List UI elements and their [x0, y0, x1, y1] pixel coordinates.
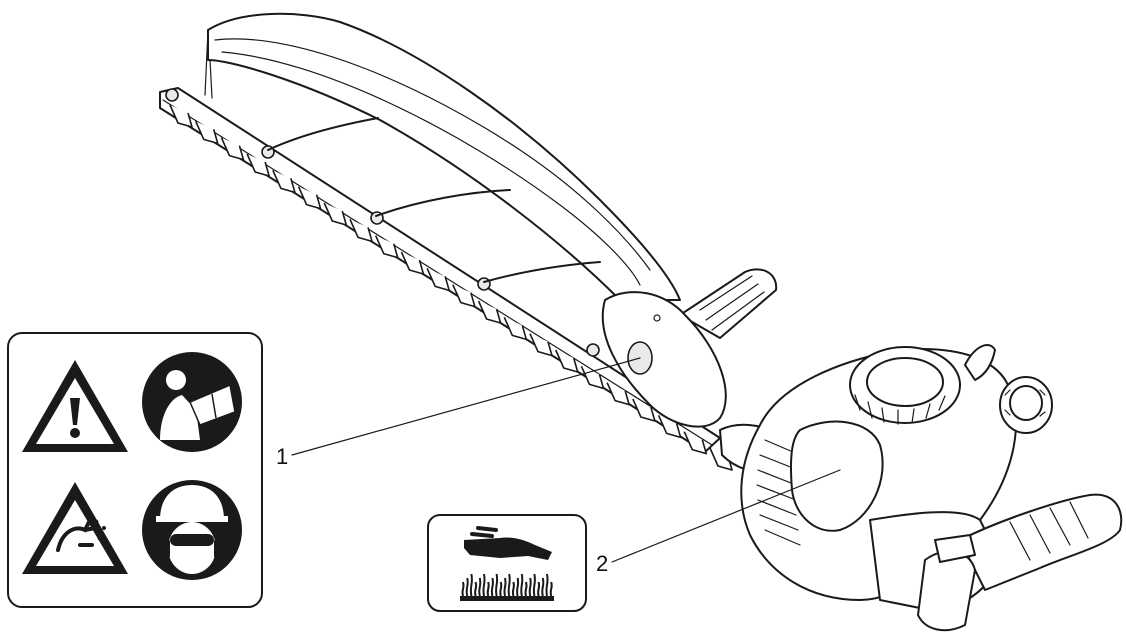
blade-tooth: [246, 153, 270, 177]
callout-1: 1: [276, 444, 289, 469]
warning-triangle-icon: [22, 360, 128, 452]
heat-wave-line: [478, 577, 482, 597]
heat-wave-line: [507, 573, 511, 597]
heat-wave-line: [469, 573, 473, 597]
heat-wave-line: [528, 577, 532, 597]
heat-wave-line: [490, 577, 494, 597]
hot-surface-icon: [460, 526, 554, 601]
wear-protection-icon: [142, 480, 242, 580]
rear-handle: [917, 493, 1123, 632]
blade-tooth: [374, 235, 399, 259]
blade-tooth: [503, 317, 528, 341]
heat-wave-line: [474, 581, 478, 597]
heat-wave-line: [537, 581, 541, 597]
blade-tooth: [349, 219, 373, 243]
cutting-blade: [159, 87, 746, 471]
heat-wave-line: [549, 581, 553, 597]
blade-guard: [204, 12, 681, 301]
blade-tooth: [272, 170, 296, 194]
blade-tooth: [554, 349, 579, 373]
read-manual-icon: [142, 352, 242, 452]
flying-debris-warning-icon: [22, 482, 128, 574]
front-handle: [679, 268, 778, 339]
heat-wave-line: [465, 577, 469, 597]
heat-wave-line: [516, 577, 520, 597]
blade-tooth: [580, 366, 605, 390]
heat-wave-line: [503, 577, 507, 597]
heat-wave-line: [524, 581, 528, 597]
heat-wave-line: [461, 581, 465, 597]
blade-tooth: [297, 186, 322, 210]
blade-tooth: [709, 447, 733, 471]
hedge-trimmer: [159, 12, 1123, 632]
heat-wave-line: [482, 573, 486, 597]
heat-wave-line: [545, 573, 549, 597]
blade-tooth: [477, 300, 502, 324]
heat-wave-line: [499, 581, 503, 597]
leader-lines: [291, 357, 841, 563]
leader-line-2: [611, 469, 841, 563]
heat-wave-line: [511, 581, 515, 597]
blade-tooth: [606, 382, 630, 406]
heat-wave-line: [495, 573, 499, 597]
heat-wave-line: [532, 573, 536, 597]
leader-line-1: [291, 357, 641, 456]
heat-wave-line: [520, 573, 524, 597]
callout-2: 2: [596, 551, 609, 576]
blade-tooth: [529, 333, 553, 357]
blade-tooth: [426, 268, 450, 292]
safety-symbol-panel: [7, 332, 263, 608]
blade-tooth: [169, 104, 193, 128]
heat-wave-line: [486, 581, 490, 597]
blade-tooth: [323, 202, 348, 226]
guard-struts: [267, 117, 601, 283]
blade-tooth: [194, 121, 219, 145]
blade-tooth: [632, 398, 656, 422]
blade-tooth: [683, 431, 708, 455]
heat-wave-line: [541, 577, 545, 597]
blade-tooth: [400, 251, 425, 275]
blade-tooth: [220, 137, 245, 161]
hot-surface-panel: [427, 514, 587, 612]
blade-tooth: [657, 415, 682, 439]
blade-tooth: [452, 284, 476, 308]
